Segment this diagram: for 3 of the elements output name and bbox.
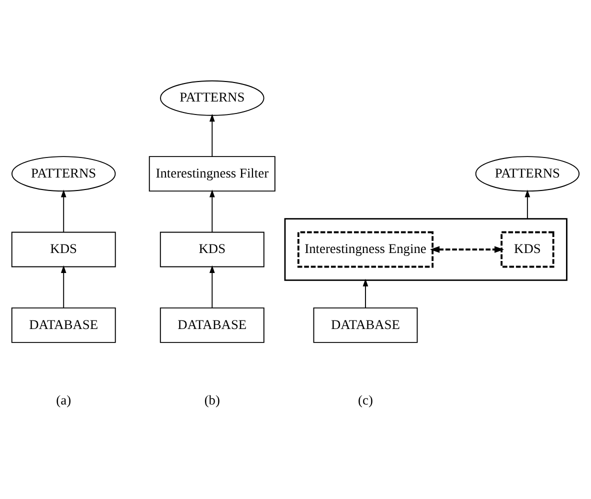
- label: (c): [358, 392, 373, 408]
- label: (b): [204, 392, 220, 408]
- label: (a): [56, 392, 72, 408]
